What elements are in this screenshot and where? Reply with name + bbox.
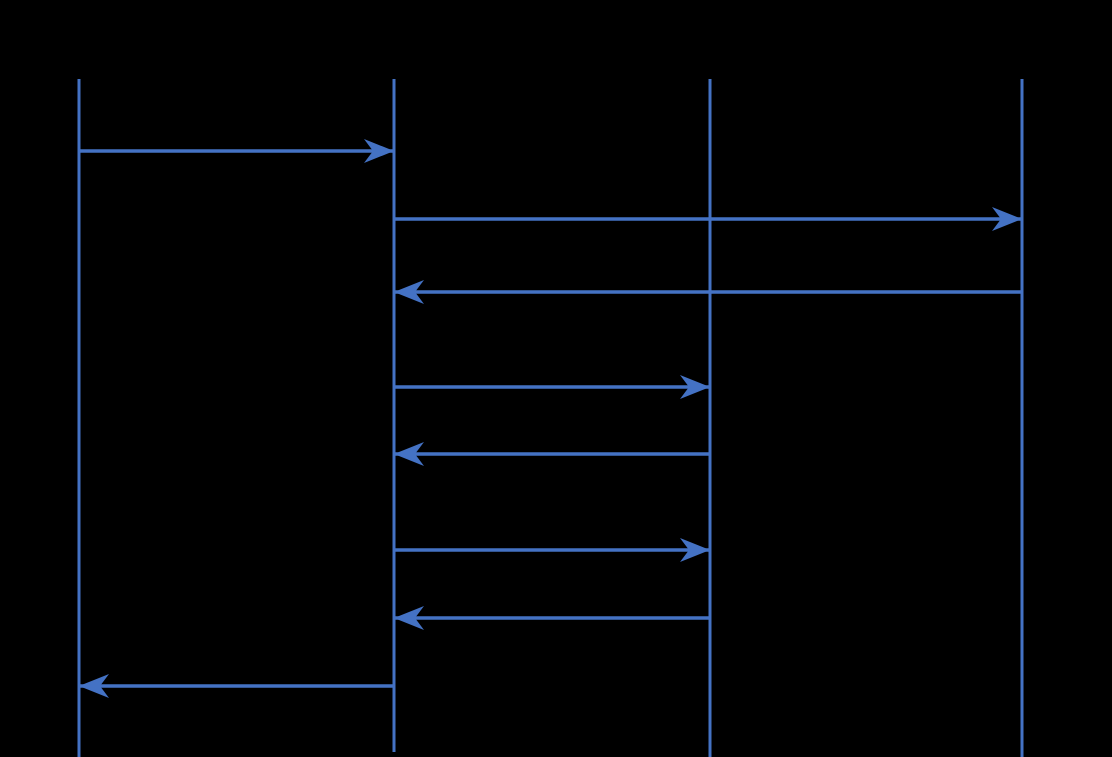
sequence-diagram-canvas [77,79,1024,757]
sequence-diagram-svg [77,79,1024,757]
